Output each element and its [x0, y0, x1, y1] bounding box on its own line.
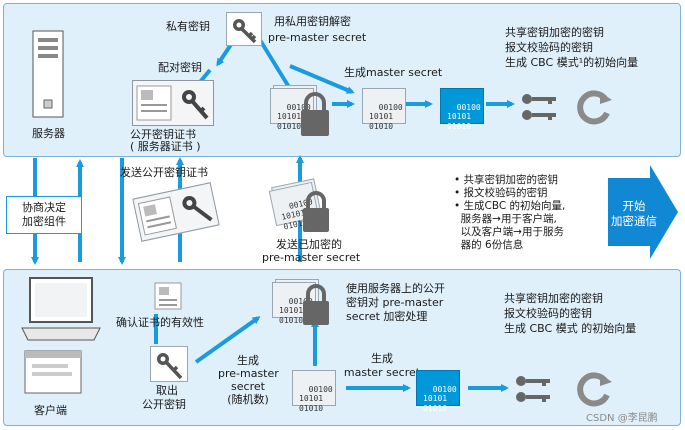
bits-row: 01010: [299, 403, 324, 413]
list-item: • 报文校验码的密钥: [454, 187, 548, 199]
private-key-box: [226, 12, 262, 46]
verify-label: 确认证书的有效性: [116, 316, 204, 329]
watermark: CSDN @李昆鹏: [586, 413, 658, 424]
server-refresh-icon: [577, 90, 612, 125]
client-keys-line3: 生成 CBC 模式 的初始向量: [504, 322, 637, 335]
client-panel: [3, 269, 681, 426]
client-label: 客户端: [34, 404, 67, 417]
list-item: 器的 6份信息: [454, 239, 524, 251]
cert-label-1: 公开密钥证书: [130, 128, 196, 141]
list-item: • 共享密钥加密的密钥: [454, 174, 559, 186]
start-label-2: 加密通信: [611, 214, 657, 228]
bits-row: 10101: [447, 112, 472, 121]
public-key-box: [150, 346, 188, 382]
send-cert-label: 发送公开密钥证书: [120, 166, 208, 179]
bits-row: 10101: [299, 394, 324, 403]
gen-pms-label-1: 生成: [237, 354, 259, 367]
bits-row: 10101: [279, 306, 304, 315]
server-keys-line1: 共享密钥加密的密钥: [505, 26, 604, 39]
cipher-suite-label-2: 加密组件: [22, 215, 66, 228]
bits-row: 00100: [286, 102, 311, 112]
client-keys-icon: [516, 376, 550, 402]
decrypt-label: 用私用密钥解密: [274, 15, 351, 28]
bits-row: 10101: [277, 112, 302, 121]
bits-row: 00100: [308, 384, 333, 394]
server-master-secret-bits: 00100 10101 01010: [362, 88, 406, 131]
take-key-label-1: 取出: [156, 384, 178, 397]
bits-row: 01010: [369, 121, 394, 131]
decrypt-sub-label: pre-master secret: [268, 31, 367, 44]
server-keys-line3: 生成 CBC 模式¹的初始向量: [505, 56, 639, 69]
list-item: 以及客户端→用于服务: [454, 226, 564, 238]
sent-certificate: [132, 182, 220, 242]
start-label-1: 开始: [622, 199, 646, 213]
gen-pms-label-4: (随机数): [227, 393, 269, 406]
encrypt-label-3: secret 加密处理: [346, 310, 428, 323]
bits-row: 01010: [279, 315, 304, 325]
client-window-icon: [24, 350, 82, 394]
bits-row: 10101: [423, 394, 448, 403]
server-panel: [3, 3, 681, 157]
encrypt-label-2: 密钥对 pre-master: [346, 296, 444, 309]
lock-icon: [301, 92, 329, 136]
start-arrow-shape: [608, 165, 678, 259]
lock-icon: [303, 191, 329, 232]
encrypt-label-1: 使用服务器上的公开: [346, 282, 445, 295]
bits-row: 01010: [423, 403, 448, 413]
take-key-label-2: 公开密钥: [142, 398, 186, 411]
bits-row: 01010: [277, 121, 302, 131]
send-pms-label-1: 发送已加密的: [276, 238, 342, 251]
laptop-icon: [21, 277, 101, 341]
server-label: 服务器: [32, 127, 65, 140]
server-keys-line2: 报文校验码的密钥: [505, 41, 593, 54]
certificate-icon: [136, 85, 209, 121]
bits-row: 00100: [456, 102, 481, 112]
cipher-suite-label-1: 协商决定: [22, 201, 66, 214]
list-item: • 生成CBC 的初始向量,: [454, 200, 566, 212]
bits-row: 10101: [369, 112, 394, 121]
gen-pms-label-2: pre-master: [218, 367, 279, 380]
key-icon: [157, 353, 183, 380]
server-session-keys-bits: 00100 10101 01010: [440, 88, 484, 131]
server-tower-icon: [32, 30, 64, 118]
client-gen-ms-label-1: 生成: [371, 352, 393, 365]
session-info-list: • 共享密钥加密的密钥 • 报文校验码的密钥 • 生成CBC 的初始向量, 服务…: [454, 174, 565, 252]
verify-cert-icon: [154, 282, 182, 310]
client-keys-line2: 报文校验码的密钥: [504, 307, 592, 320]
client-pms-bits: 00100 10101 01010: [292, 370, 336, 413]
key-icon: [233, 19, 257, 44]
arrow-key-to-lock: [258, 38, 294, 94]
client-session-keys-bits: 00100 10101 01010: [416, 370, 460, 413]
server-keys-icon: [522, 94, 556, 120]
bits-row: 00100: [288, 296, 313, 306]
arrow-decrypt-to-ms: [289, 64, 355, 94]
cert-label-2: ( 服务器证书 ): [130, 140, 201, 153]
private-key-label: 私有密钥: [166, 20, 210, 33]
certificate-icon: [137, 196, 213, 236]
gen-pms-label-3: secret: [231, 380, 265, 393]
bits-row: 01010: [447, 121, 472, 131]
bits-row: 00100: [378, 102, 403, 112]
client-gen-ms-label-2: master secret: [343, 366, 421, 379]
cipher-suite-box: 协商决定 加密组件: [6, 196, 82, 234]
server-certificate: [132, 80, 214, 126]
pair-key-label: 配对密钥: [158, 61, 202, 74]
client-refresh-icon: [577, 372, 612, 407]
server-gen-ms-label: 生成master secret: [344, 66, 443, 79]
arrow-key-to-encrypt: [194, 316, 261, 364]
lock-icon: [303, 284, 329, 325]
client-keys-line1: 共享密钥加密的密钥: [504, 292, 603, 305]
list-item: 服务器→用于客户端,: [454, 213, 557, 225]
bits-row: 00100: [432, 384, 457, 394]
send-pms-label-2: pre-master secret: [262, 251, 361, 264]
